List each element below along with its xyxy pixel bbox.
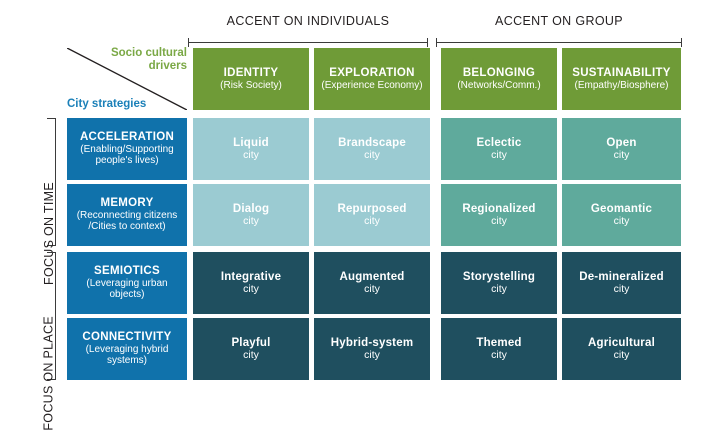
column-header-belonging: BELONGING (Networks/Comm.) — [441, 48, 557, 110]
column-header-title: EXPLORATION — [329, 67, 415, 79]
rule-cap-right-icon — [427, 38, 428, 47]
cell-subtitle: city — [491, 348, 507, 361]
cell-subtitle: city — [364, 282, 380, 295]
cell-title: Storystelling — [462, 271, 536, 283]
row-header-subtitle: (Enabling/Supporting people's lives) — [80, 143, 174, 167]
row-header-semiotics: SEMIOTICS (Leveraging urban objects) — [67, 252, 187, 314]
matrix-cell-dialog-city: Dialog city — [193, 184, 309, 246]
matrix-cell-repurposed-city: Repurposed city — [314, 184, 430, 246]
cell-subtitle: city — [364, 214, 380, 227]
cell-title: Eclectic — [476, 137, 522, 149]
matrix-cell-eclectic-city: Eclectic city — [441, 118, 557, 180]
column-header-title: BELONGING — [462, 67, 536, 79]
row-header-title: CONNECTIVITY — [82, 331, 172, 344]
column-header-exploration: EXPLORATION (Experience Economy) — [314, 48, 430, 110]
cell-title: Brandscape — [338, 137, 406, 149]
cell-subtitle: city — [243, 348, 259, 361]
cell-subtitle: city — [491, 214, 507, 227]
cell-subtitle: city — [364, 148, 380, 161]
cell-subtitle: city — [613, 348, 630, 361]
corner-columns-legend: Socio cultural drivers — [110, 47, 187, 72]
bracket-tick-bottom-icon — [47, 245, 56, 246]
left-axis-focus-on-time: FOCUS ON TIME — [22, 118, 56, 285]
cell-title: Playful — [231, 337, 271, 349]
bracket-tick-top-icon — [47, 118, 56, 119]
top-axis-label-group: ACCENT ON GROUP — [495, 14, 623, 28]
bracket-line — [55, 118, 56, 246]
cell-title: Hybrid-system — [330, 337, 414, 349]
matrix-cell-playful-city: Playful city — [193, 318, 309, 380]
matrix-diagram: ACCENT ON INDIVIDUALS ACCENT ON GROUP FO… — [22, 10, 682, 431]
rule-cap-left-icon — [436, 38, 437, 47]
row-header-title: SEMIOTICS — [94, 265, 160, 278]
cell-subtitle: city — [243, 148, 259, 161]
cell-title: Augmented — [339, 271, 405, 283]
bracket-tick-top-icon — [47, 252, 56, 253]
rule-cap-left-icon — [188, 38, 189, 47]
row-header-title: ACCELERATION — [79, 131, 175, 144]
column-header-title: SUSTAINABILITY — [572, 67, 671, 79]
matrix-cell-brandscape-city: Brandscape city — [314, 118, 430, 180]
cell-subtitle: city — [491, 148, 507, 161]
row-header-subtitle: (Reconnecting citizens /Cities to contex… — [76, 209, 178, 233]
left-axis-focus-on-place: FOCUS ON PLACE — [22, 252, 56, 431]
cell-title: Themed — [476, 337, 522, 349]
column-header-subtitle: (Risk Society) — [220, 79, 282, 91]
matrix-cell-themed-city: Themed city — [441, 318, 557, 380]
left-axis-label-place: FOCUS ON PLACE — [42, 316, 56, 431]
cell-subtitle: city — [243, 282, 259, 295]
corner-rows-legend: City strategies — [67, 97, 147, 110]
matrix-cell-de-mineralized-city: De-mineralized city — [562, 252, 681, 314]
corner-legend: Socio cultural drivers City strategies — [67, 47, 187, 110]
matrix-cell-hybrid-system-city: Hybrid-system city — [314, 318, 430, 380]
row-header-memory: MEMORY (Reconnecting citizens /Cities to… — [67, 184, 187, 246]
rule-bar — [189, 42, 427, 43]
rule-cap-right-icon — [681, 38, 682, 47]
column-header-subtitle: (Experience Economy) — [321, 79, 423, 91]
row-header-subtitle: (Leveraging hybrid systems) — [85, 343, 169, 367]
cell-subtitle: city — [364, 348, 380, 361]
column-header-identity: IDENTITY (Risk Society) — [193, 48, 309, 110]
cell-title: Dialog — [232, 203, 270, 215]
top-axis-accent-on-individuals: ACCENT ON INDIVIDUALS — [188, 10, 428, 50]
column-header-sustainability: SUSTAINABILITY (Empathy/Biosphere) — [562, 48, 681, 110]
row-header-acceleration: ACCELERATION (Enabling/Supporting people… — [67, 118, 187, 180]
matrix-cell-geomantic-city: Geomantic city — [562, 184, 681, 246]
matrix-cell-open-city: Open city — [562, 118, 681, 180]
column-header-subtitle: (Networks/Comm.) — [457, 79, 541, 91]
row-header-title: MEMORY — [100, 197, 154, 210]
column-header-subtitle: (Empathy/Biosphere) — [574, 79, 669, 91]
cell-subtitle: city — [613, 214, 630, 227]
cell-title: Integrative — [220, 271, 282, 283]
top-axis-label-individuals: ACCENT ON INDIVIDUALS — [226, 14, 390, 28]
matrix-cell-regionalized-city: Regionalized city — [441, 184, 557, 246]
bracket-tick-bottom-icon — [47, 379, 56, 380]
matrix-cell-integrative-city: Integrative city — [193, 252, 309, 314]
cell-title: De-mineralized — [579, 271, 664, 283]
cell-title: Open — [606, 137, 637, 149]
row-header-subtitle: (Leveraging urban objects) — [86, 277, 168, 301]
cell-title: Geomantic — [590, 203, 653, 215]
cell-subtitle: city — [613, 148, 630, 161]
rule-bar — [437, 42, 681, 43]
cell-subtitle: city — [613, 282, 630, 295]
top-axis-rule-group — [436, 38, 682, 47]
bracket-line — [55, 252, 56, 380]
cell-subtitle: city — [491, 282, 507, 295]
matrix-cell-liquid-city: Liquid city — [193, 118, 309, 180]
cell-subtitle: city — [243, 214, 259, 227]
cell-title: Agricultural — [588, 337, 655, 349]
matrix-cell-agricultural-city: Agricultural city — [562, 318, 681, 380]
diagonal-divider-icon — [67, 48, 187, 110]
top-axis-accent-on-group: ACCENT ON GROUP — [436, 10, 682, 50]
matrix-cell-storystelling-city: Storystelling city — [441, 252, 557, 314]
row-header-connectivity: CONNECTIVITY (Leveraging hybrid systems) — [67, 318, 187, 380]
matrix-cell-augmented-city: Augmented city — [314, 252, 430, 314]
column-header-title: IDENTITY — [223, 67, 279, 79]
cell-title: Regionalized — [462, 203, 536, 215]
top-axis-rule-individuals — [188, 38, 428, 47]
cell-title: Repurposed — [337, 203, 407, 215]
cell-title: Liquid — [233, 137, 269, 149]
